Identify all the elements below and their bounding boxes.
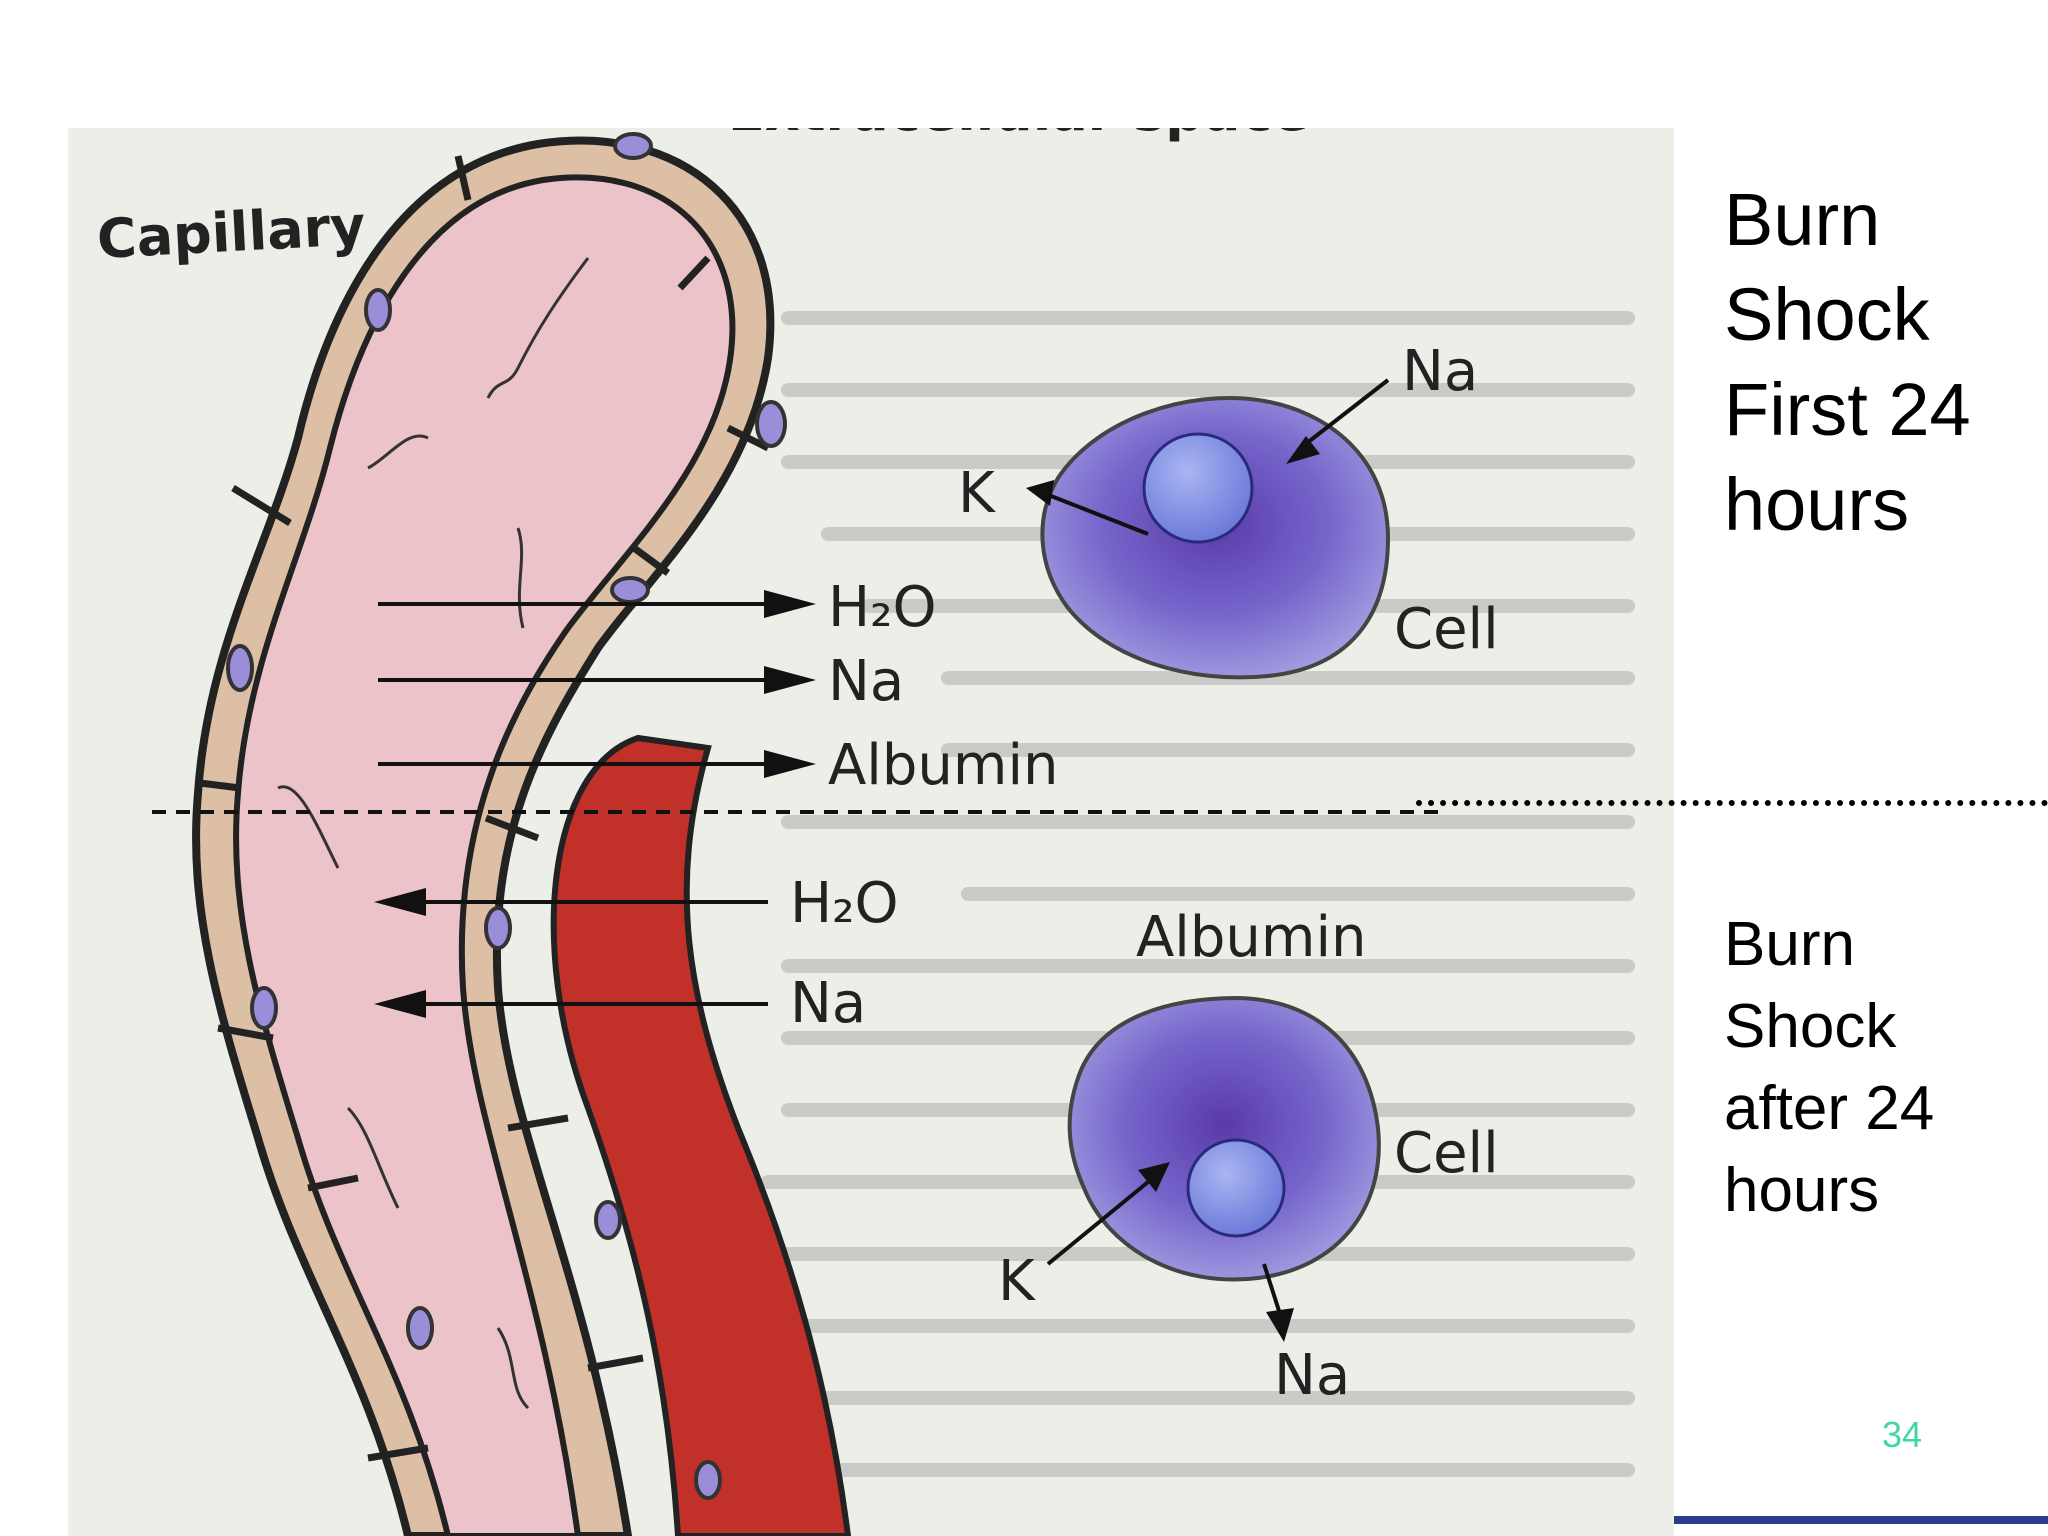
top-flow-h2o: H₂O (828, 575, 937, 640)
capillary-label: Capillary (95, 194, 366, 271)
title-first-line-2: Shock (1724, 273, 1930, 356)
title-after-24-hours: Burn Shock after 24 hours (1724, 904, 2024, 1232)
top-flow-arrows (378, 590, 816, 778)
header-partial: Extracellular space (728, 128, 1309, 143)
top-cell (1040, 396, 1391, 680)
top-flow-albumin: Albumin (828, 733, 1059, 798)
bottom-cell-na: Na (1274, 1343, 1350, 1408)
title-first-line-4: hours (1724, 463, 1910, 546)
bottom-edge-bar (1674, 1516, 2048, 1524)
slide-number: 34 (1882, 1414, 1923, 1455)
bottom-cell-label: Cell (1394, 1121, 1499, 1186)
title-first-line-3: First 24 (1724, 368, 1971, 451)
title-after-line-2: Shock (1724, 992, 1897, 1061)
title-first-line-1: Burn (1724, 178, 1881, 261)
capillary-diagram: Extracellular space (95, 128, 1635, 1536)
title-after-line-1: Burn (1724, 910, 1855, 979)
bottom-flow-h2o: H₂O (790, 871, 899, 936)
divider-dotted-line (1416, 800, 2048, 806)
bottom-cell (1067, 995, 1381, 1282)
title-first-24-hours: Burn Shock First 24 hours (1724, 172, 2024, 552)
top-cell-arrows (1026, 378, 1390, 536)
bottom-flow-arrows (374, 888, 768, 1018)
title-after-line-3: after 24 (1724, 1074, 1935, 1143)
bottom-cell-k: K (998, 1249, 1036, 1314)
top-cell-label: Cell (1394, 597, 1499, 662)
diagram-photo: Extracellular space (68, 128, 1674, 1536)
top-cell-na: Na (1402, 339, 1478, 404)
top-flow-na: Na (828, 649, 904, 714)
interior-cracks (277, 257, 590, 1410)
bottom-flow-na: Na (790, 971, 866, 1036)
top-cell-k: K (958, 461, 996, 526)
title-after-line-4: hours (1724, 1156, 1880, 1225)
bottom-albumin-label: Albumin (1136, 905, 1367, 970)
wall-junctions (199, 155, 770, 1462)
bottom-cell-arrows (1046, 1162, 1294, 1342)
blood-vessel (550, 734, 852, 1536)
